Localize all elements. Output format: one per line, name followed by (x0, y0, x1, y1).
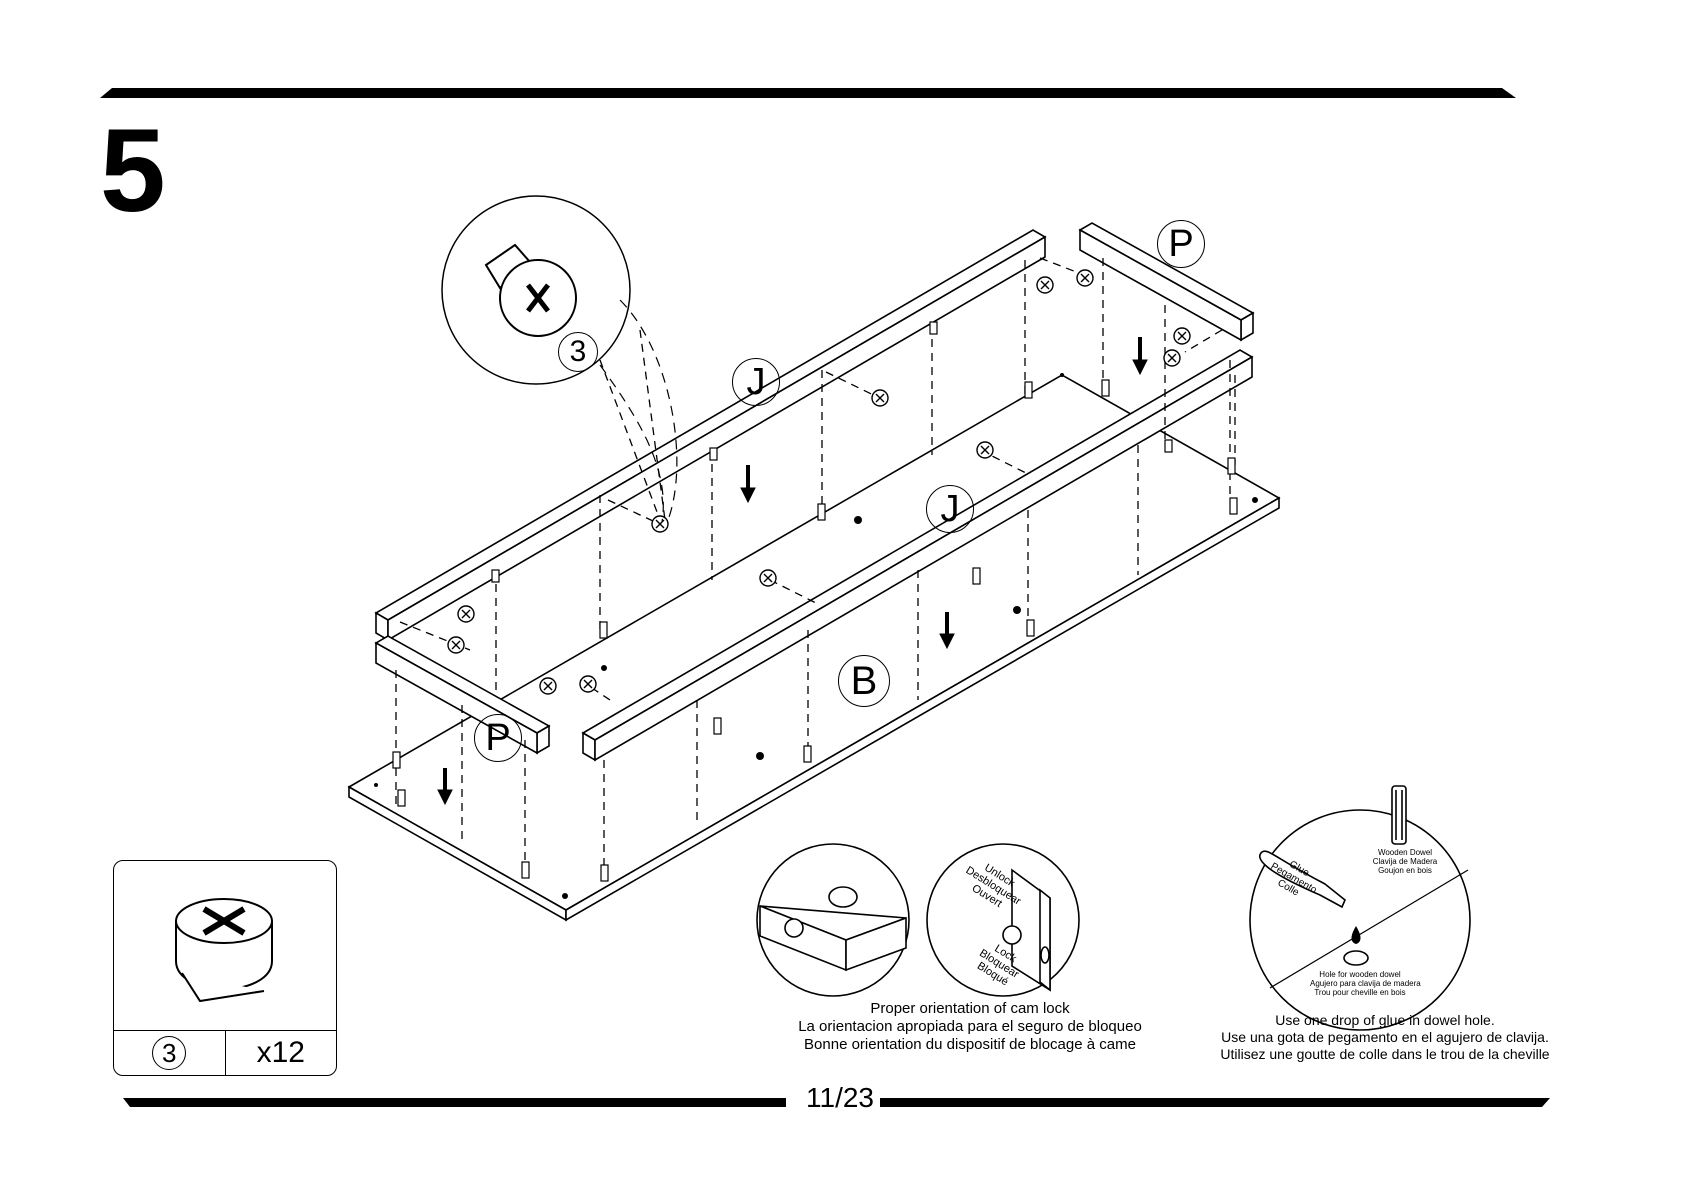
dowel-glue-caption: Use one drop of glue in dowel hole. Use … (1220, 1012, 1550, 1062)
base-panel-outline (347, 374, 1281, 911)
label-side-panel-back: J (732, 358, 780, 406)
label-base-panel: B (838, 655, 890, 707)
cam-lock-caption: Proper orientation of cam lock La orient… (798, 1000, 1142, 1053)
page-number: 11/23 (806, 1082, 874, 1113)
cam-lock-part-icon (175, 898, 273, 1003)
label-cam-lock-zoom: 3 (558, 332, 598, 372)
part-id-cell: 3 (114, 1031, 225, 1075)
dowel-hole-label: Hole for wooden dowel Agujero para clavi… (1310, 970, 1421, 997)
parts-callout-box: 3 x12 (113, 860, 337, 1076)
label-side-panel-front: J (926, 485, 974, 533)
wooden-dowel-label: Wooden Dowel Clavija de Madera Goujon en… (1372, 848, 1438, 875)
label-end-panel-right: P (1157, 220, 1205, 268)
label-end-panel-left: P (474, 714, 522, 762)
part-quantity: x12 (224, 1031, 337, 1075)
step-number: 5 (100, 105, 166, 237)
part-id-badge: 3 (152, 1036, 187, 1070)
